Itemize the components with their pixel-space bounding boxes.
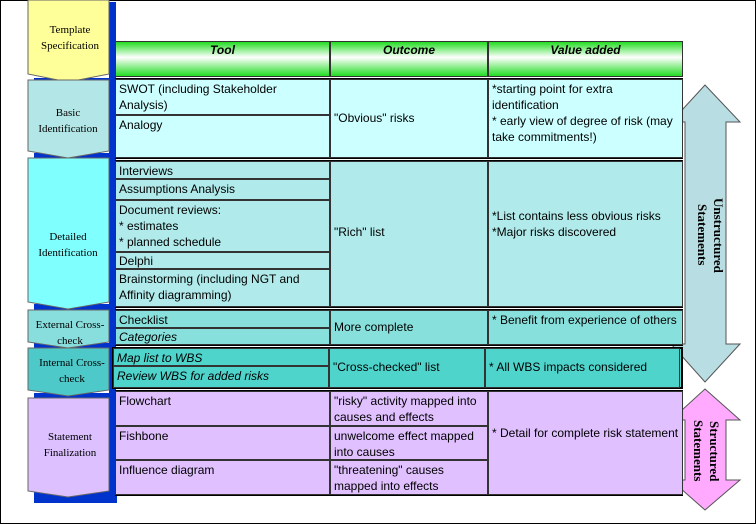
arrows bbox=[669, 84, 742, 511]
tool-cell: Analogy bbox=[115, 115, 330, 158]
stage-label-statement: Statement Finalization bbox=[43, 431, 97, 459]
tool-cell: SWOT (including Stakeholder Analysis) bbox=[115, 79, 330, 115]
tool-cell: Delphi bbox=[115, 252, 330, 269]
chevron-internal bbox=[27, 347, 110, 397]
chevron-statement bbox=[27, 397, 110, 498]
tool-cell: Brainstorming (including NGT and Affinit… bbox=[115, 269, 330, 307]
header-tool: Tool bbox=[115, 41, 330, 77]
chevron-basic bbox=[27, 79, 110, 159]
unstructured-label: Unstructured Statements bbox=[695, 197, 726, 273]
tool-cell: Assumptions Analysis bbox=[115, 179, 330, 200]
tool-cell: Checklist bbox=[115, 310, 330, 328]
tool-cell: Document reviews: * estimates * planned … bbox=[115, 200, 330, 252]
chevron-detailed bbox=[27, 157, 110, 310]
outcome-cell: "Cross-checked" list bbox=[329, 348, 485, 388]
blue-block bbox=[34, 393, 116, 401]
tool-cell: Fishbone bbox=[115, 426, 330, 460]
stage-label-internal: Internal Cross-check bbox=[39, 357, 105, 385]
value-cell: *starting point for extra identification… bbox=[488, 79, 683, 158]
tool-cell: Flowchart bbox=[115, 391, 330, 426]
tool-cell: Map list to WBS bbox=[113, 348, 329, 366]
outcome-cell: More complete bbox=[330, 310, 488, 345]
tool-cell: Review WBS for added risks bbox=[113, 366, 329, 388]
chevron-template bbox=[27, 0, 110, 83]
value-cell: *List contains less obvious risks *Major… bbox=[488, 161, 683, 307]
value-cell: * All WBS impacts considered bbox=[485, 348, 680, 388]
chevron-external bbox=[27, 309, 110, 349]
stage-label-basic: Basic Identification bbox=[38, 107, 98, 135]
outcome-cell: "Rich" list bbox=[330, 161, 488, 307]
blue-backbone bbox=[109, 2, 116, 498]
value-cell: * Detail for complete risk statement bbox=[488, 391, 683, 495]
header-value: Value added bbox=[488, 41, 683, 77]
tool-cell: Influence diagram bbox=[115, 460, 330, 495]
stage-label-external: External Cross-check bbox=[35, 319, 105, 347]
outcome-cell: "threatening" causes mapped into effects bbox=[330, 460, 488, 495]
header-outcome: Outcome bbox=[330, 41, 488, 77]
stage-chevrons bbox=[27, 0, 110, 498]
outcome-cell: "risky" activity mapped into causes and … bbox=[330, 391, 488, 426]
tool-cell: Interviews bbox=[115, 161, 330, 179]
stage-label-template: Template Specification bbox=[40, 24, 100, 52]
value-cell: * Benefit from experience of others bbox=[488, 310, 683, 345]
tool-cell: Categories bbox=[115, 328, 330, 345]
structured-label: Structured Statements bbox=[691, 420, 722, 482]
stage-label-detailed: Detailed Identification bbox=[38, 231, 98, 259]
outcome-cell: "Obvious" risks bbox=[330, 79, 488, 158]
outcome-cell: unwelcome effect mapped into causes bbox=[330, 426, 488, 460]
